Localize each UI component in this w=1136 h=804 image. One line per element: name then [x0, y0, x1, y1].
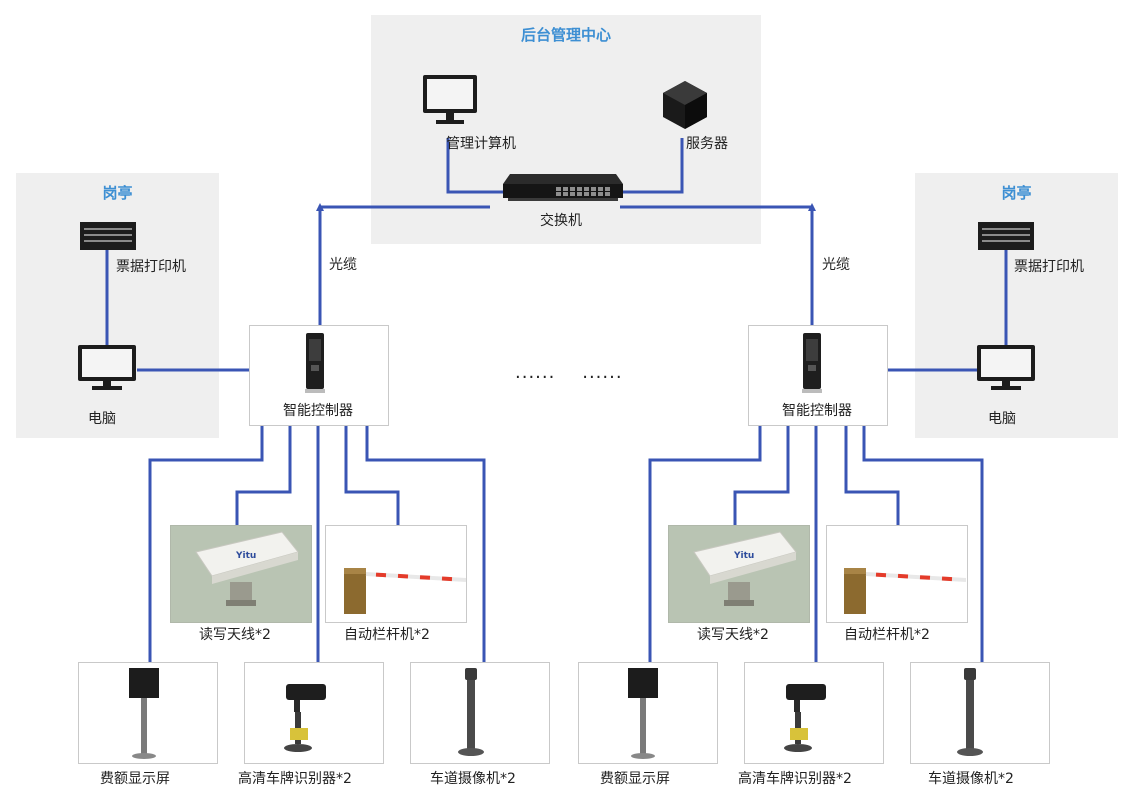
line-left-fee: [148, 424, 264, 662]
monitor-icon: [423, 75, 477, 124]
right-antenna-label: 读写天线*2: [697, 627, 769, 643]
line-left-barrier: [344, 424, 400, 525]
left-fee-display-label: 费额显示屏: [100, 771, 170, 787]
antenna-icon: Yitu: [195, 531, 299, 606]
fee-display-icon: [628, 668, 658, 759]
right-pc-label: 电脑: [988, 411, 1016, 427]
more-lanes-ellipsis: ...... ......: [515, 362, 623, 383]
left-controller-label: 智能控制器: [283, 403, 353, 419]
server-cube-icon: [663, 81, 707, 129]
line-switch-right-controller: [620, 205, 814, 325]
left-booth-panel: [16, 173, 219, 438]
arrow-right-fiber: [808, 203, 816, 211]
switch-label: 交换机: [540, 213, 582, 229]
left-pc-label: 电脑: [88, 411, 116, 427]
line-left-antenna: [235, 424, 292, 525]
left-fiber-label: 光缆: [329, 257, 357, 273]
left-antenna-label: 读写天线*2: [199, 627, 271, 643]
server-label: 服务器: [686, 136, 728, 152]
printer-icon: [80, 222, 136, 250]
left-plate-recognizer-label: 高清车牌识别器*2: [238, 771, 352, 787]
left-lane-camera-box: [410, 662, 550, 764]
lane-camera-icon: [458, 668, 484, 756]
management-center-title: 后台管理中心: [520, 26, 611, 44]
management-computer-label: 管理计算机: [446, 136, 516, 152]
right-barrier-label: 自动栏杆机*2: [844, 627, 930, 643]
left-printer-label: 票据打印机: [116, 259, 186, 275]
switch-icon: [503, 174, 623, 201]
right-plate-recognizer-box: [744, 662, 884, 764]
right-booth-panel: [915, 173, 1118, 438]
pc-icon: [78, 345, 136, 390]
line-right-camera: [862, 424, 984, 662]
barrier-gate-icon: [344, 568, 466, 614]
right-fee-display-label: 费额显示屏: [600, 771, 670, 787]
line-computer-switch: [446, 138, 505, 194]
line-right-antenna: [733, 424, 790, 525]
right-lane-camera-box: [910, 662, 1050, 764]
lane-camera-icon: [957, 668, 983, 756]
barrier-gate-icon: [844, 568, 966, 614]
line-server-switch: [618, 138, 684, 194]
antenna-brand-logo: Yitu: [733, 551, 754, 561]
line-right-fee: [648, 424, 762, 662]
arrow-left-fiber: [316, 203, 324, 211]
printer-icon: [978, 222, 1034, 250]
antenna-brand-logo: Yitu: [235, 551, 256, 561]
left-lane-camera-label: 车道摄像机*2: [430, 771, 516, 787]
controller-icon: [802, 333, 822, 393]
right-plate-recognizer-label: 高清车牌识别器*2: [738, 771, 852, 787]
right-fiber-label: 光缆: [822, 257, 850, 273]
antenna-icon: Yitu: [693, 531, 797, 606]
line-right-barrier: [844, 424, 900, 525]
pc-icon: [977, 345, 1035, 390]
plate-recognizer-icon: [284, 684, 326, 752]
right-controller-label: 智能控制器: [782, 403, 852, 419]
left-barrier-label: 自动栏杆机*2: [344, 627, 430, 643]
fee-display-icon: [129, 668, 159, 759]
right-printer-label: 票据打印机: [1014, 259, 1084, 275]
right-lane-camera-label: 车道摄像机*2: [928, 771, 1014, 787]
left-booth-title: 岗亭: [102, 184, 133, 202]
right-booth-title: 岗亭: [1001, 184, 1032, 202]
left-plate-recognizer-box: [244, 662, 384, 764]
plate-recognizer-icon: [784, 684, 826, 752]
controller-icon: [305, 333, 325, 393]
line-left-camera: [365, 424, 486, 662]
